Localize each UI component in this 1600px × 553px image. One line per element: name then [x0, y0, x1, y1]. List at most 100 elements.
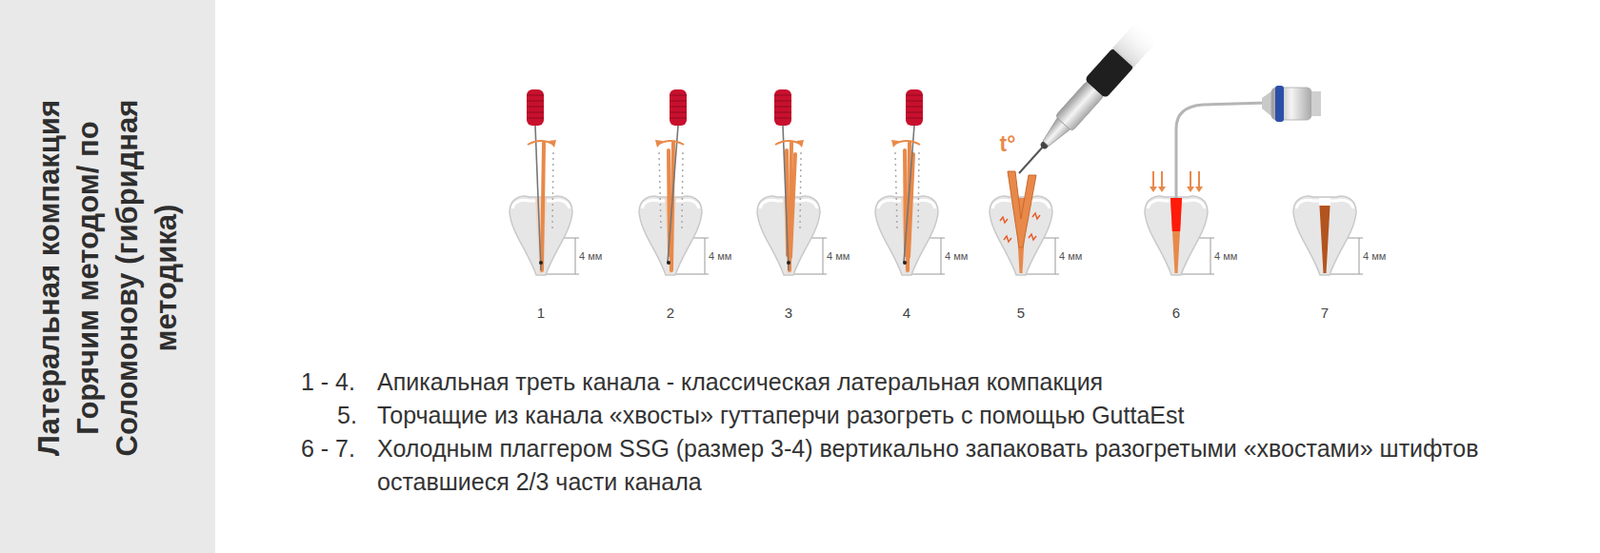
grip-line [774, 95, 792, 97]
title: Латеральная компакция Горячим методом/ п… [29, 54, 186, 502]
dotted-trace [659, 152, 661, 229]
arrow-head [655, 140, 663, 148]
dimension-line [674, 274, 709, 276]
pressure-arrow [1189, 171, 1192, 188]
grip-line [905, 112, 923, 114]
dimension-line [822, 238, 824, 275]
file-shaft [667, 125, 679, 263]
dimension-label: 4 мм [1362, 250, 1386, 262]
dimension-line [792, 274, 827, 276]
heat-mark [1028, 234, 1037, 240]
grip-line [526, 118, 544, 120]
apex-dot [902, 260, 907, 265]
heating-handpiece [1008, 19, 1160, 183]
heat-mark [1000, 217, 1008, 223]
file-handle [905, 89, 923, 126]
root-canal [1170, 198, 1182, 274]
dimension-line [910, 274, 945, 276]
dimension-label: 4 мм [1214, 250, 1238, 262]
grip-line [905, 106, 923, 108]
grip-line [774, 106, 792, 108]
dimension-line [575, 238, 577, 275]
grip-line [526, 100, 544, 102]
figure-number: 6 [1172, 304, 1180, 321]
dimension-label: 4 мм [708, 250, 732, 262]
step-number: 6 - 7. [300, 432, 356, 466]
dotted-trace [800, 152, 801, 229]
dotted-trace [918, 152, 920, 229]
file-handle [774, 89, 792, 126]
file-handle [669, 89, 687, 126]
grip-line [905, 118, 923, 120]
figure-number: 7 [1320, 304, 1329, 321]
grip-line [669, 95, 687, 97]
file-shaft [782, 125, 789, 271]
file-handle [774, 89, 792, 126]
step-text: Холодным плаггером SSG (размер 3-4) верт… [377, 432, 1568, 500]
arrow-head [1149, 186, 1158, 193]
arrow-head [1186, 186, 1195, 193]
grip-line [905, 100, 923, 102]
pressure-arrow [1198, 171, 1200, 188]
heat-mark [1003, 236, 1012, 242]
step-text: Апикальная треть канала - классическая л… [377, 365, 1103, 400]
dimension-label: 4 мм [1059, 250, 1082, 262]
gutta-cone [790, 154, 796, 258]
dimension-line [1328, 274, 1363, 276]
dimension-label: 4 мм [826, 250, 850, 262]
gutta-cone [541, 142, 544, 271]
figure-number: 2 [666, 304, 675, 321]
grip-line [526, 112, 544, 114]
dimension-label: 4 мм [944, 250, 968, 262]
dotted-trace [895, 152, 898, 229]
heat-mark [1032, 213, 1040, 220]
arrow-head [891, 140, 900, 148]
file-shaft [535, 125, 541, 271]
dimension-line [1024, 274, 1060, 276]
figure-number: 3 [784, 304, 793, 321]
temperature-label: t° [1000, 131, 1017, 158]
arrow-head [1195, 186, 1203, 193]
pressure-arrow [1152, 171, 1155, 188]
figure-number: 1 [537, 304, 545, 321]
apex-dot [786, 260, 791, 265]
grip-line [774, 100, 792, 102]
root-canal [1319, 198, 1331, 274]
file-handle [526, 89, 544, 126]
tooth [1144, 196, 1208, 276]
step-number: 5. [337, 399, 358, 433]
plugger-handle-end [1311, 91, 1321, 117]
step-text: Торчащие из канала «хвосты» гуттаперчи р… [377, 399, 1184, 433]
tooth [1293, 196, 1357, 276]
file-handle [905, 89, 923, 126]
title-band [0, 0, 216, 553]
grip-line [526, 106, 544, 108]
figure-number: 4 [902, 304, 911, 321]
softened-gutta [1007, 171, 1037, 248]
heater-tip [1019, 144, 1045, 174]
arrow-head [548, 140, 557, 148]
dimension-line [544, 274, 580, 276]
pressure-arrow [1160, 171, 1163, 188]
grip-line [905, 95, 923, 97]
file-handle [669, 89, 687, 126]
grip-line [774, 118, 792, 120]
dimension-line [1180, 274, 1215, 276]
dimension-line [940, 238, 942, 275]
tooth-outline [1144, 196, 1208, 276]
arrow-head [1158, 186, 1166, 193]
file-shaft [903, 125, 915, 263]
tooth-outline [1293, 196, 1357, 276]
step-number: 1 - 4. [300, 365, 356, 400]
grip-line [669, 112, 687, 114]
grip-line [669, 118, 687, 120]
apex-dot [666, 260, 671, 265]
packed-gutta [1170, 198, 1182, 232]
grip-line [669, 100, 687, 102]
file-handle [526, 89, 544, 126]
plugger-shaft [1176, 102, 1267, 199]
apex-dot [539, 260, 543, 265]
arrow-head [796, 140, 804, 148]
dimension-line [1055, 238, 1057, 275]
dotted-trace [681, 152, 683, 229]
